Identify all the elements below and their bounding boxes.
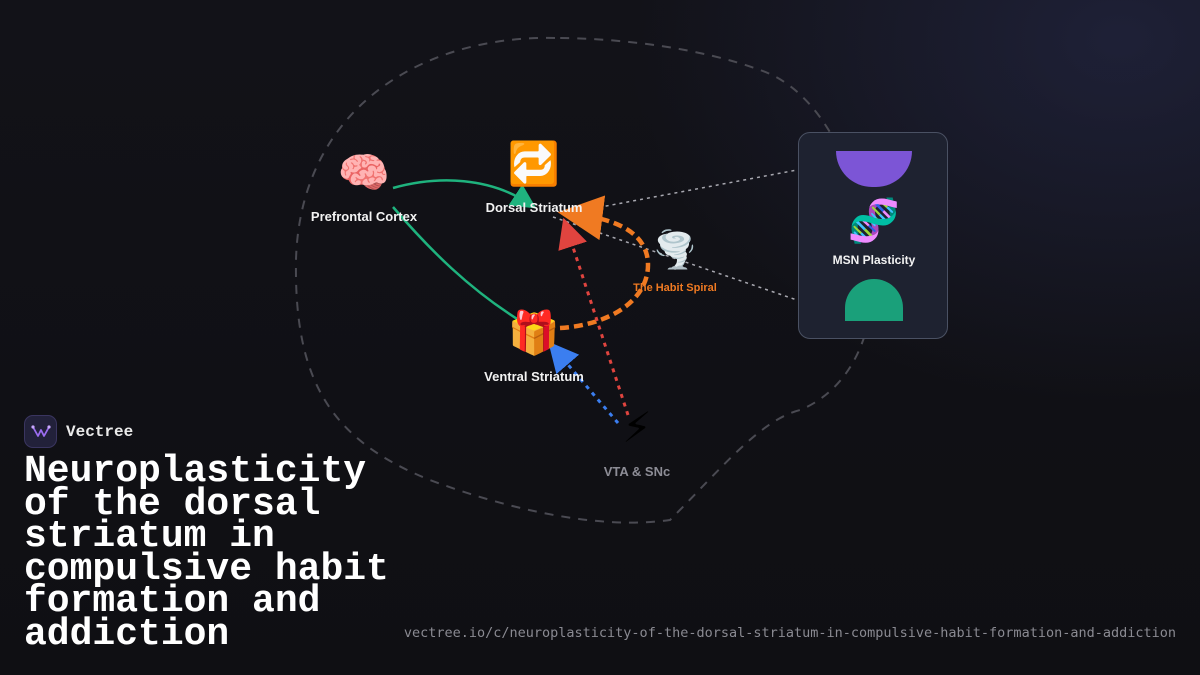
dorsal-striatum-label: Dorsal Striatum: [485, 200, 583, 215]
brand: Vectree: [24, 415, 133, 448]
brain-outline: [294, 36, 873, 524]
ventral-striatum-label: Ventral Striatum: [484, 369, 584, 384]
prefrontal-cortex-label: Prefrontal Cortex: [310, 209, 418, 224]
teal-half-circle: [845, 279, 903, 321]
edge-vta-to-ventral: [548, 341, 620, 424]
edge-prefrontal-to-ventral: [392, 206, 523, 324]
lightning-icon: ⚡: [622, 403, 652, 452]
msn-plasticity-label: MSN Plasticity: [832, 253, 916, 267]
vectree-logo-icon: [24, 415, 57, 448]
edge-dorsal-to-msn: [584, 169, 798, 211]
habit-spiral-label: The Habit Spiral: [633, 282, 717, 294]
tornado-icon: 🌪️: [652, 230, 698, 271]
habit-spiral-loop: [557, 195, 651, 331]
source-url: vectree.io/c/neuroplasticity-of-the-dors…: [403, 625, 1176, 641]
msn-plasticity-card: 🧬 MSN Plasticity: [798, 132, 948, 339]
gift-icon: 🎁: [507, 308, 561, 357]
repeat-icon: 🔁: [507, 139, 561, 188]
purple-half-circle: [836, 151, 912, 187]
edge-vta-to-dorsal: [558, 217, 630, 416]
edge-prefrontal-to-dorsal: [392, 179, 537, 209]
page-title: Neuroplasticity of the dorsal striatum i…: [24, 450, 389, 656]
dna-icon: 🧬: [847, 196, 901, 245]
brand-name: Vectree: [66, 422, 134, 441]
brain-icon: 🧠: [337, 148, 391, 197]
vta-snc-label: VTA & SNc: [603, 464, 671, 479]
